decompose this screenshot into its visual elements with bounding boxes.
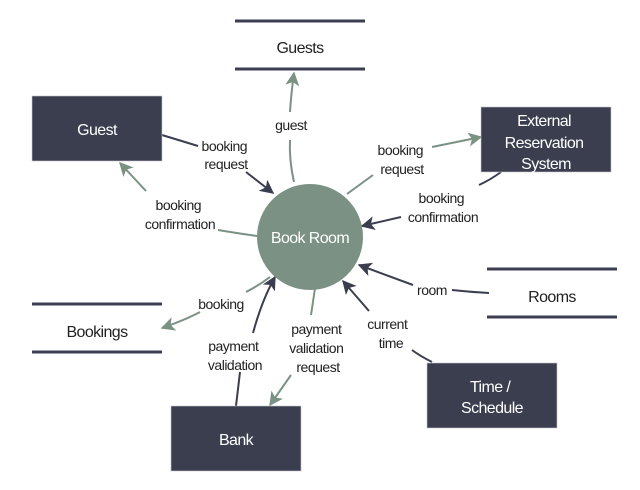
flow-external-booking-request[interactable]: booking request bbox=[346, 132, 483, 195]
flow-external-booking-confirmation[interactable]: booking confirmation bbox=[360, 171, 502, 230]
flow-label: guest bbox=[275, 117, 307, 133]
store-label: Rooms bbox=[528, 289, 576, 306]
flow-label: booking confirmation bbox=[408, 190, 478, 225]
store-bookings[interactable]: Bookings bbox=[32, 302, 162, 354]
flow-label: booking request bbox=[202, 138, 251, 172]
process-label: Book Room bbox=[271, 230, 349, 247]
process-book-room[interactable]: Book Room bbox=[257, 184, 363, 290]
store-label: Guests bbox=[276, 40, 324, 57]
entity-bank[interactable]: Bank bbox=[170, 405, 302, 472]
flow-current-time[interactable]: current time bbox=[342, 279, 433, 363]
store-guests[interactable]: Guests bbox=[235, 19, 365, 71]
flow-label: booking request bbox=[378, 142, 427, 177]
entity-guest[interactable]: Guest bbox=[31, 95, 163, 162]
entity-time-schedule[interactable]: Time / Schedule bbox=[426, 362, 558, 429]
flow-label: payment validation bbox=[208, 338, 262, 373]
flow-guest-booking-request[interactable]: booking request bbox=[161, 134, 275, 194]
flow-label: booking bbox=[198, 296, 244, 312]
flow-label: booking confirmation bbox=[145, 197, 215, 232]
entity-label: Bank bbox=[219, 432, 255, 449]
flow-booking[interactable]: booking bbox=[160, 276, 271, 331]
entity-label: Time / Schedule bbox=[461, 379, 524, 417]
flow-guest-booking-confirmation[interactable]: booking confirmation bbox=[119, 161, 258, 237]
flow-label: room bbox=[417, 282, 447, 298]
entity-label: Guest bbox=[77, 122, 118, 139]
flow-label: current time bbox=[367, 316, 410, 351]
flow-payment-validation[interactable]: payment validation bbox=[208, 275, 276, 407]
entity-external-reservation-system[interactable]: External Reservation System bbox=[480, 106, 612, 173]
entity-label: External Reservation System bbox=[505, 113, 588, 173]
flow-payment-validation-request[interactable]: payment validation request bbox=[269, 287, 347, 407]
store-rooms[interactable]: Rooms bbox=[487, 267, 617, 319]
flow-guest-to-store[interactable]: guest bbox=[275, 71, 308, 183]
flow-label: payment validation request bbox=[289, 321, 347, 375]
flow-room[interactable]: room bbox=[357, 262, 490, 298]
store-label: Bookings bbox=[66, 324, 128, 341]
